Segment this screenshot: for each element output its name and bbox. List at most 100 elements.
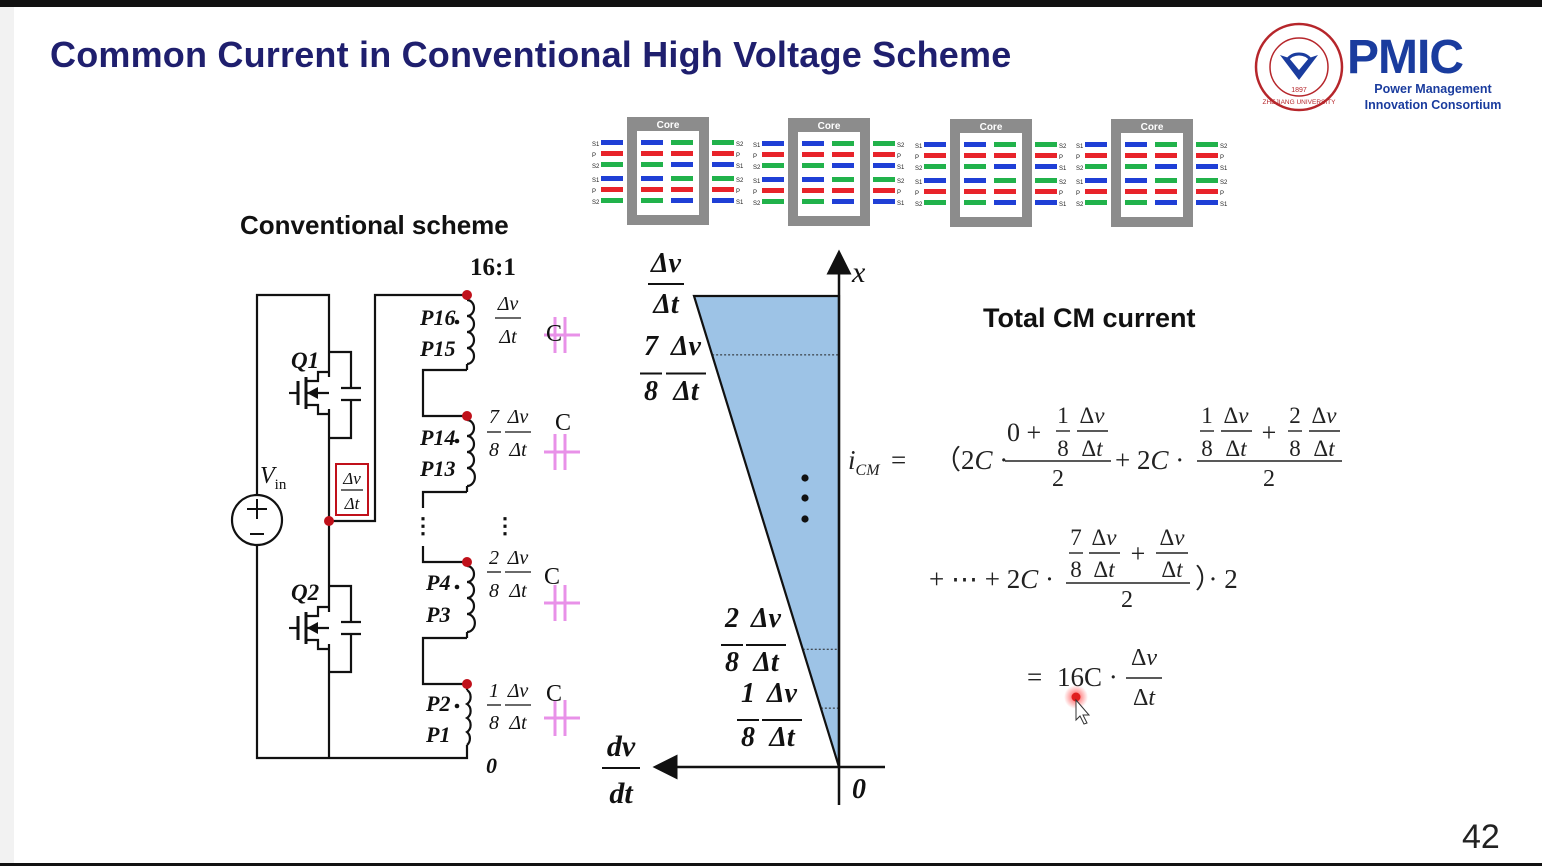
winding-bottom-label: P15	[419, 336, 455, 361]
horizontal-axis-den: dt	[609, 777, 634, 810]
q1-label: Q1	[291, 348, 319, 373]
capacitor-label: C	[546, 681, 562, 707]
formula-term2-dt-b: Δt	[1313, 436, 1335, 461]
transformer-core-1: Core S1 P S2 S1 P S2 S2 P S1 S2 P S1	[592, 117, 744, 225]
formula-term3-plus: +	[1131, 539, 1146, 568]
pin-label: S2	[1220, 144, 1228, 150]
ellipsis-left: ⋮	[412, 513, 434, 538]
formula-result-eq: =	[1027, 662, 1042, 692]
polarity-dots	[454, 319, 460, 709]
formula-heading: Total CM current	[983, 303, 1196, 333]
pin-label: S1	[915, 180, 923, 186]
pin-label: P	[897, 154, 901, 160]
level-frac-den: Δt	[768, 722, 796, 753]
pin-label: S2	[1059, 144, 1067, 150]
formula-line-2-bars	[1066, 552, 1190, 584]
winding-frac-bars	[487, 317, 531, 706]
pmic-logo: PMIC	[1347, 31, 1464, 84]
level-coef-den: 8	[644, 376, 658, 407]
core-label: Core	[980, 122, 1003, 133]
formula-term3-dt: Δt	[1093, 557, 1115, 582]
winding-frac-num: Δv	[497, 293, 519, 315]
pin-label: S2	[1059, 180, 1067, 186]
horizontal-axis-num: dv	[607, 730, 636, 763]
transformer-core-3: Core S1 P S2 S1 P S2 S2 P S1 S2 P S1	[915, 119, 1067, 227]
winding-coef-num: 1	[489, 680, 499, 702]
pin-label: S1	[1076, 180, 1084, 186]
q2-body-diode-arrow	[307, 622, 318, 634]
circuit-zero-label: 0	[486, 753, 497, 778]
winding-top-text: P4	[425, 570, 450, 595]
level-coef-num: 7	[644, 331, 659, 362]
transformer-core-4: Core S1 P S2 S1 P S2 S2 P S1 S2 P S1	[1076, 119, 1228, 227]
winding-dot-markers	[462, 290, 472, 689]
pin-label: S1	[1220, 166, 1228, 172]
level-frac-den: Δt	[672, 376, 700, 407]
pin-label: P	[897, 190, 901, 196]
pin-label: S2	[1076, 166, 1084, 172]
seal-year: 1897	[1291, 87, 1307, 94]
level-frac-den: Δt	[752, 647, 780, 678]
winding-frac-num: Δv	[507, 406, 529, 428]
pin-label: P	[592, 153, 596, 159]
pin-label: P	[915, 191, 919, 197]
level-frac-num: Δv	[750, 603, 782, 634]
pin-label: S2	[1220, 180, 1228, 186]
transformer-core-2: Core S1 P S2 S1 P S2 S2 P S1 S2 P S1	[753, 118, 905, 226]
formula-term3-dv: Δv	[1091, 525, 1117, 550]
pin-label: S2	[753, 165, 761, 171]
winding-top-label: P14	[419, 425, 455, 450]
formula-term3-frac-num: 7	[1070, 525, 1082, 550]
formula-term1-dt: Δt	[1081, 436, 1103, 461]
q2-label: Q2	[291, 580, 319, 605]
winding-node	[462, 679, 472, 689]
pin-label: P	[753, 154, 757, 160]
pin-label: S1	[1076, 144, 1084, 150]
capacitor-label: C	[555, 410, 571, 436]
winding-frac-den: Δt	[508, 439, 527, 461]
pin-label: P	[1076, 155, 1080, 161]
midpoint-num: Δv	[342, 469, 361, 488]
winding-node	[462, 290, 472, 300]
formula-result-coef: 16C ·	[1057, 662, 1118, 692]
mouse-cursor	[1064, 685, 1091, 725]
core-label: Core	[1141, 122, 1164, 133]
level-frac-num: Δv	[766, 678, 798, 709]
winding-frac-num: Δv	[507, 547, 529, 569]
formula-term2-dv-a: Δv	[1223, 403, 1249, 428]
triangle-top-den: Δt	[652, 289, 680, 320]
pin-label: S1	[1059, 202, 1067, 208]
pin-label: P	[1076, 191, 1080, 197]
level-coef-den: 8	[741, 722, 755, 753]
pin-label: S2	[736, 178, 744, 184]
winding-coef-den: 8	[489, 580, 499, 602]
formula-open: （2C ·	[934, 445, 1008, 475]
winding-coef-num: 7	[489, 406, 500, 428]
ellipsis-right: ⋮	[494, 513, 516, 538]
formula-lhs-i: i	[848, 445, 856, 475]
pin-label: S2	[915, 202, 923, 208]
winding-top-label: P2	[425, 691, 450, 716]
triangle-top-num: Δv	[650, 248, 682, 279]
pin-label: S2	[592, 200, 600, 206]
formula-term2-frac-den-b: 8	[1289, 436, 1301, 461]
winding-coef-num: 2	[489, 547, 499, 569]
formula-term2-plus: +	[1262, 418, 1277, 447]
formula-term1-num: 0 +	[1007, 418, 1041, 447]
origin-label: 0	[852, 774, 866, 805]
pin-label: S1	[897, 165, 905, 171]
formula-term2-frac-num-a: 1	[1201, 403, 1213, 428]
formula-line-2: + ⋯ + 2C · 7 8 Δv Δt + Δv Δt 2 ）· 2	[929, 525, 1238, 613]
winding-coef-den: 8	[489, 712, 499, 734]
triangle-axes	[652, 249, 885, 805]
formula-term2-frac-den-a: 8	[1201, 436, 1213, 461]
formula-term3-dv-b: Δv	[1159, 525, 1185, 550]
pin-label: P	[736, 189, 740, 195]
winding-node	[462, 557, 472, 567]
formula-term3-den: 2	[1121, 587, 1133, 613]
formula-ellipsis-term: + ⋯ + 2C ·	[929, 564, 1054, 594]
university-seal-logo: 1897 ZHEJIANG UNIVERSITY	[1254, 22, 1344, 112]
source-label: Vin	[260, 463, 287, 493]
